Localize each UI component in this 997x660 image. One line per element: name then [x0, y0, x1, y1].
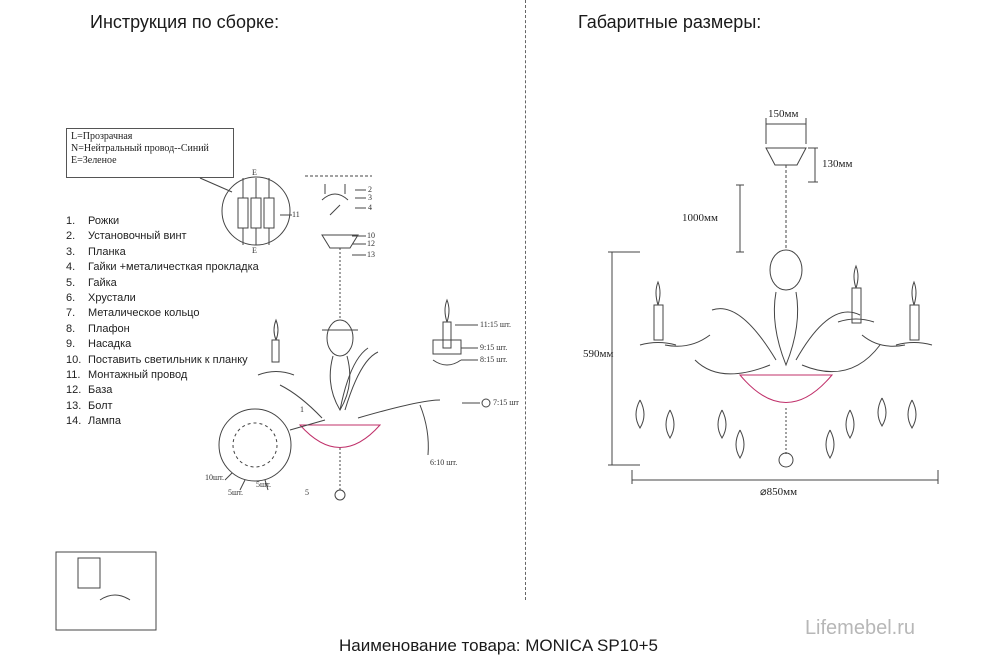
quantity-5a: 5шт.: [228, 488, 244, 497]
page-divider: [525, 0, 526, 600]
dim-canopy-height: 130мм: [822, 158, 853, 170]
parts-list-item: 9.Насадка: [66, 338, 132, 351]
parts-list-item: 11.Монтажный провод: [66, 369, 188, 382]
quantity-5b: 5шт.: [256, 480, 272, 489]
legend-line-neutral: N=Нейтральный провод--Синий: [71, 143, 209, 154]
parts-list-item: 7.Металическое кольцо: [66, 307, 200, 320]
product-name: Наименование товара: MONICA SP10+5: [338, 636, 659, 655]
callout-6-qty: 6:10 шт.: [430, 458, 458, 467]
callout-11-qty: 11:15 шт.: [480, 320, 511, 329]
dim-canopy-width: 150мм: [768, 108, 799, 120]
dimensions-heading: Габаритные размеры:: [578, 12, 762, 32]
parts-list-item: 1.Рожки: [66, 215, 120, 227]
callout-7-qty: 7:15 шт: [493, 398, 519, 407]
parts-list-item: 4.Гайки +металичесткая прокладка: [66, 261, 259, 274]
parts-list-item: 5.Гайка: [66, 276, 117, 289]
parts-list-item: 13.Болт: [66, 399, 113, 412]
parts-list-item: 6.Хрустали: [66, 292, 136, 305]
callout-13: 13: [367, 250, 375, 259]
dim-diameter: ⌀850мм: [760, 486, 798, 498]
callout-1: 1: [300, 405, 304, 414]
legend-pointer: [199, 177, 233, 193]
parts-list: 1.Рожки 2.Установочный винт 3.Планка 4.Г…: [66, 214, 259, 430]
callout-3: 3: [368, 193, 372, 202]
wiring-legend: L=Прозрачная N=Нейтральный провод--Синий…: [66, 128, 234, 178]
parts-list-item: 3.Планка: [66, 245, 126, 258]
callout-8-qty: 8:15 шт.: [480, 355, 508, 364]
parts-list-item: 10.Поставить светильник к планку: [66, 353, 248, 366]
terminal-label-e-top: E: [252, 168, 257, 177]
callout-9-qty: 9:15 шт.: [480, 343, 508, 352]
parts-list-item: 8.Плафон: [66, 322, 130, 335]
quantity-10: 10шт.: [205, 473, 225, 482]
callout-10: 10: [367, 231, 375, 240]
parts-list-item: 12.База: [66, 384, 113, 397]
callout-5: 5: [305, 488, 309, 497]
assembly-heading: Инструкция по сборке:: [90, 12, 280, 32]
dim-chain-length: 1000мм: [682, 212, 718, 224]
terminal-label-e-bottom: E: [252, 246, 257, 255]
dim-height: 590мм: [583, 348, 614, 360]
watermark: Lifemebel.ru: [804, 617, 915, 639]
legend-line-earth: E=Зеленое: [71, 155, 117, 166]
callout-11-detail: 11: [292, 210, 300, 219]
callout-2: 2: [368, 185, 372, 194]
parts-list-item: 2.Установочный винт: [66, 230, 187, 243]
legend-line-live: L=Прозрачная: [71, 131, 133, 142]
callout-4: 4: [368, 203, 372, 212]
parts-list-item: 14.Лампа: [66, 415, 121, 428]
callout-12: 12: [367, 239, 375, 248]
